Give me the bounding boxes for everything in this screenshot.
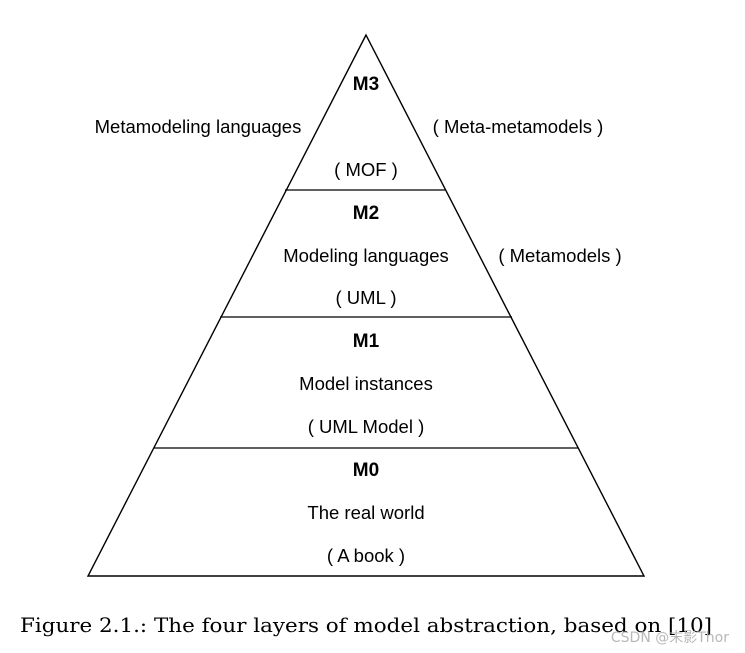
layer-m2-id: M2 bbox=[353, 203, 379, 224]
layer-m1-example: ( UML Model ) bbox=[308, 416, 425, 437]
layer-m0-name: The real world bbox=[307, 502, 424, 523]
layer-m1-name: Model instances bbox=[299, 373, 433, 394]
layer-m0-id: M0 bbox=[353, 460, 379, 481]
figure-caption: Figure 2.1.: The four layers of model ab… bbox=[20, 613, 712, 637]
layer-m3-left-label: Metamodeling languages bbox=[95, 116, 302, 137]
layer-m1-id: M1 bbox=[353, 331, 380, 352]
layer-m3-id: M3 bbox=[353, 74, 379, 95]
watermark: CSDN @末影Thor bbox=[611, 630, 729, 646]
layer-m2-right-label: ( Metamodels ) bbox=[498, 245, 621, 266]
layer-m0-example: ( A book ) bbox=[327, 545, 405, 566]
layer-m2-example: ( UML ) bbox=[336, 287, 397, 308]
layer-m3-example: ( MOF ) bbox=[334, 159, 398, 180]
layer-m2-name: Modeling languages bbox=[283, 245, 449, 266]
layer-m3-right-label: ( Meta-metamodels ) bbox=[433, 116, 604, 137]
pyramid-outline bbox=[86, 33, 646, 577]
